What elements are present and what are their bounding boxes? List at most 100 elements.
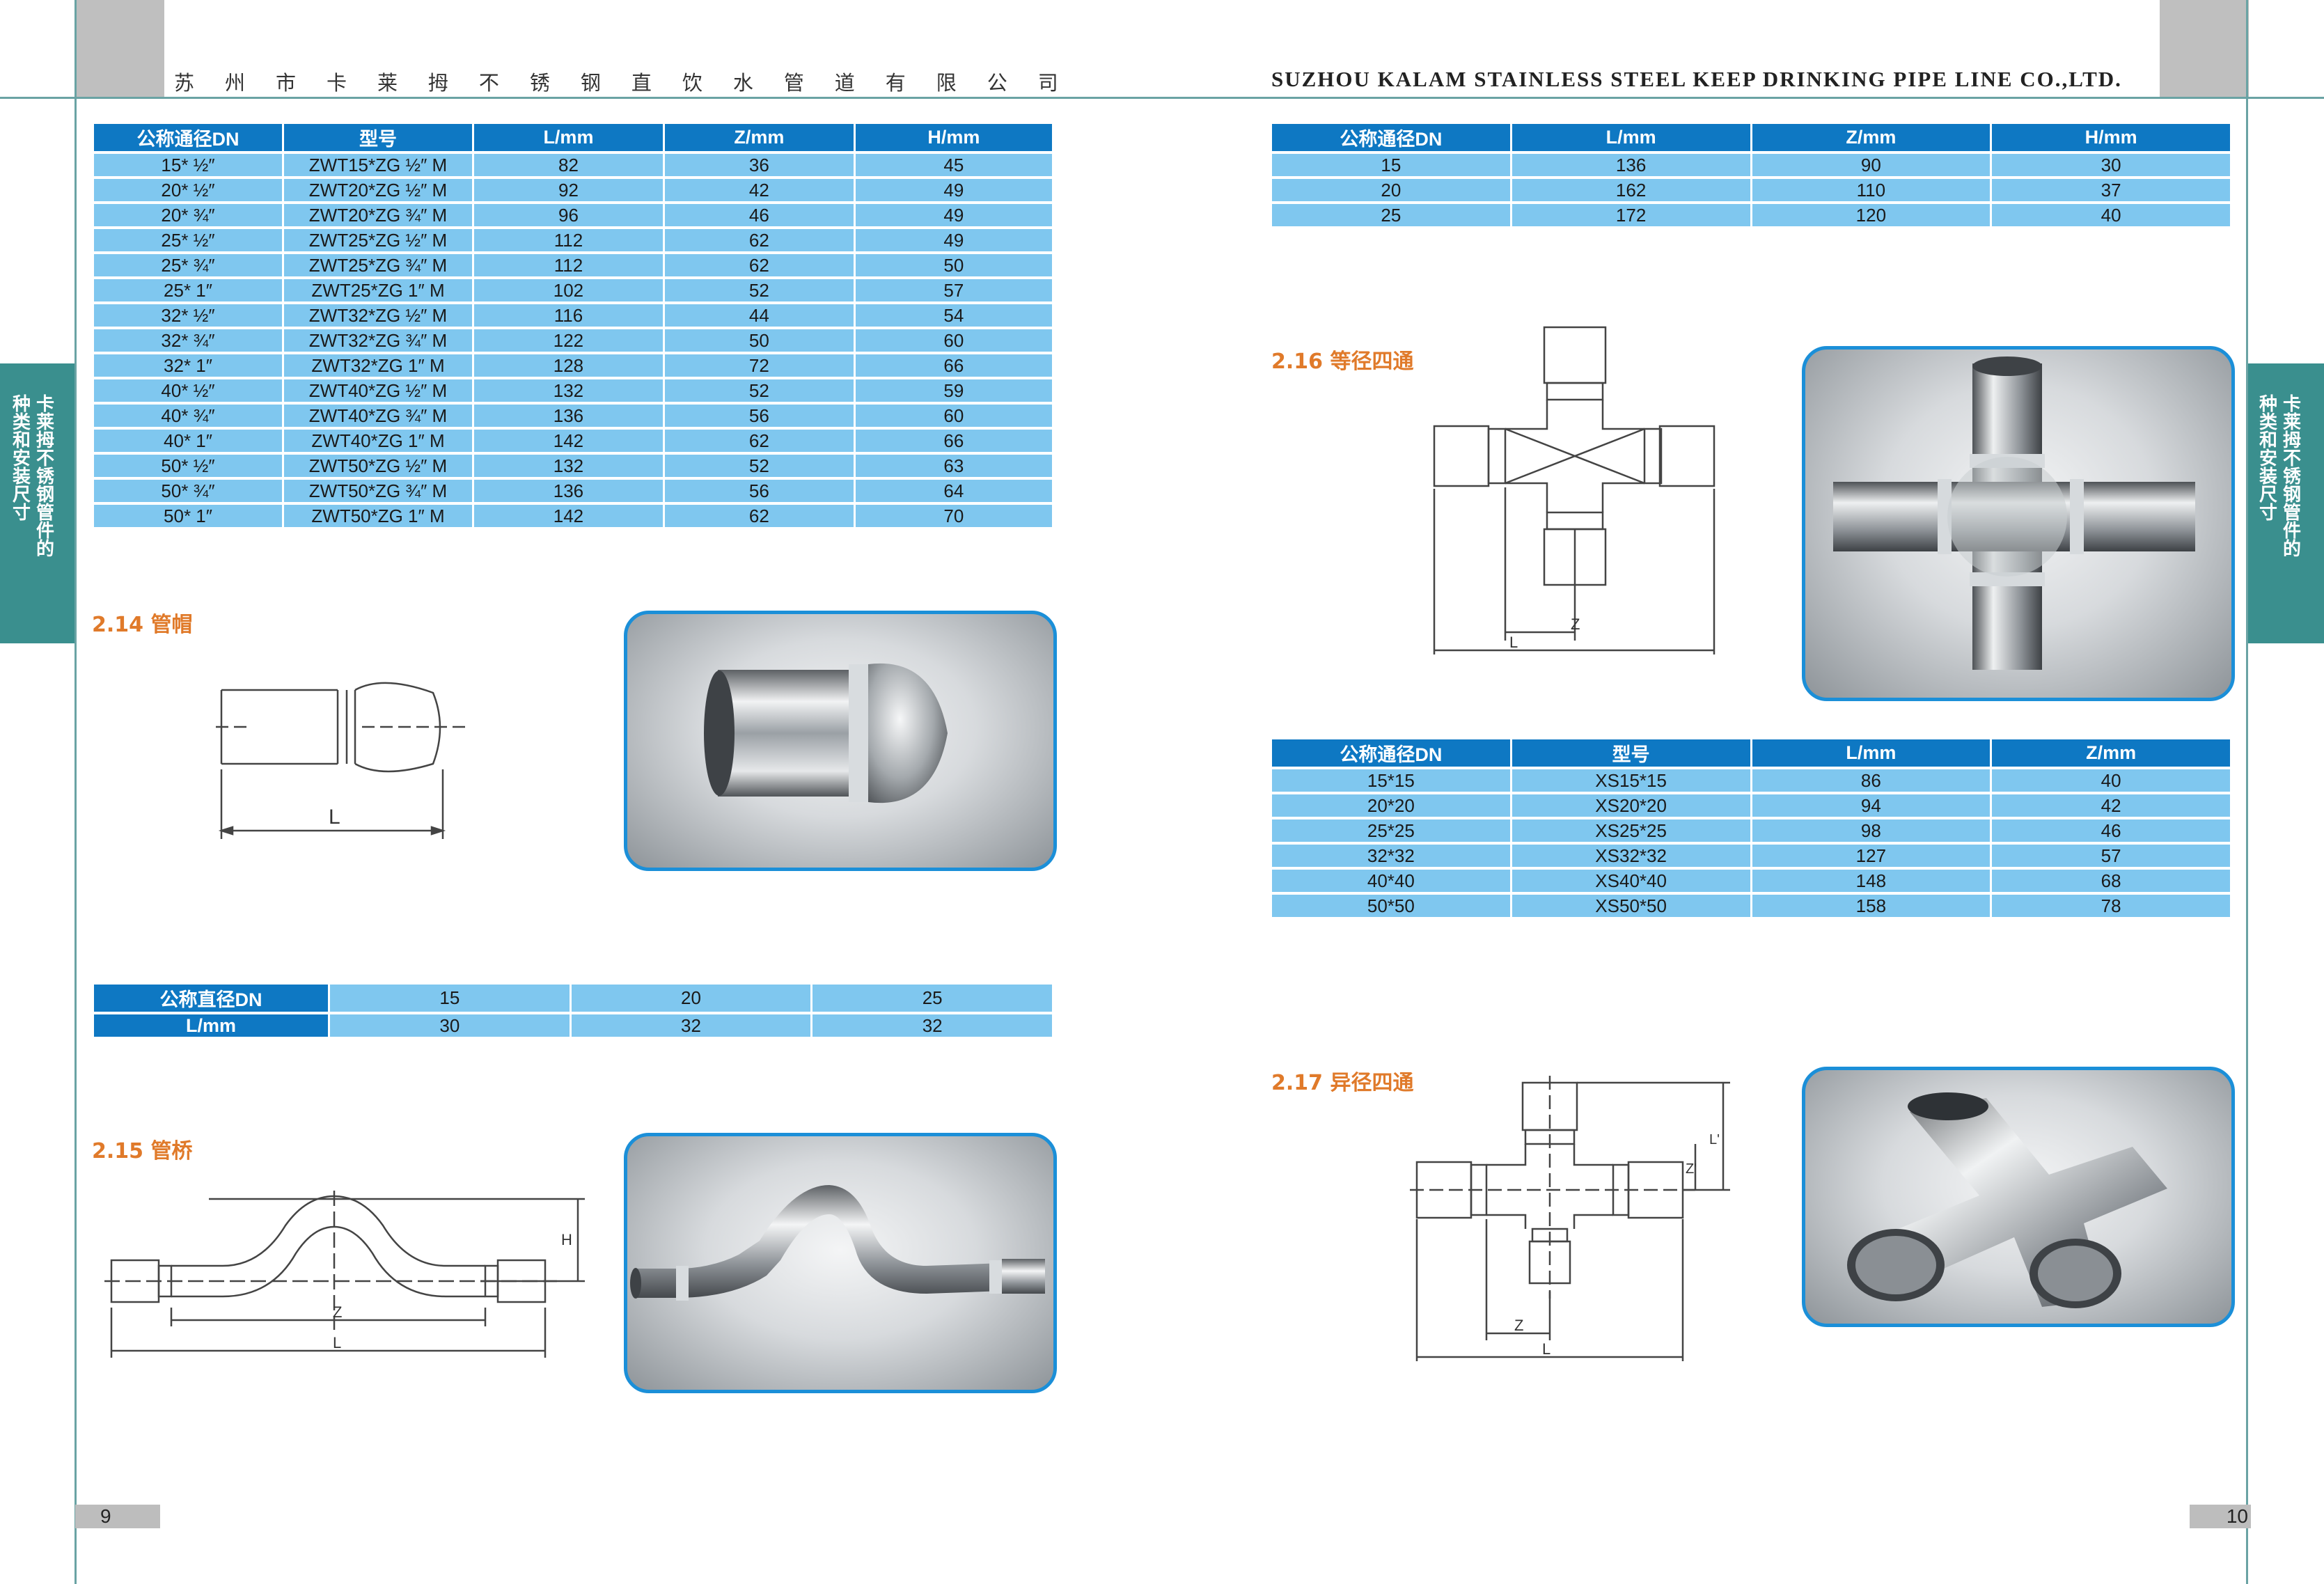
dim-label-L: L [1542,1340,1550,1358]
table-cell: ZWT50*ZG ¾″ M [284,480,472,502]
table-cell: 15*15 [1272,769,1510,792]
table-cell: ZWT15*ZG ½″ M [284,154,472,176]
side-tab-col-2: 卡莱拇不锈钢管件的 [2282,394,2301,560]
company-name-cn: 苏州市卡莱拇不锈钢直饮水管道有限公司 [174,71,1058,95]
table-cell: 30 [330,1014,570,1037]
table-cell: 40 [1992,769,2230,792]
pipe-cap-drawing: L [216,682,468,839]
pipe-bridge-photo [624,1133,1057,1393]
table-cell: 49 [855,204,1052,226]
col-header: H/mm [1992,124,2230,151]
left-side-tab: 种类和安装尺寸 卡莱拇不锈钢管件的 [0,363,74,643]
page-number-right: 10 [2190,1505,2251,1528]
table-cell: 57 [855,279,1052,301]
table-cell: 92 [474,179,663,201]
equal-cross-drawing: Z L [1433,326,1715,654]
table-cell: 62 [664,505,854,527]
table-cell: 15* ½″ [94,154,282,176]
table-cell: 82 [474,154,663,176]
table-cell: 32* ½″ [94,304,282,327]
table-cell: 142 [474,430,663,452]
table-header-row: 公称通径DN L/mm Z/mm H/mm [1272,124,2230,151]
table-cell: 25 [812,985,1052,1012]
table-cell: ZWT20*ZG ¾″ M [284,204,472,226]
table-cell: XS25*25 [1512,820,1750,842]
table-cell: 15 [1272,154,1510,176]
right-margin-rule [2246,0,2248,1584]
table-cell: ZWT32*ZG ¾″ M [284,329,472,352]
table-cell: 56 [664,480,854,502]
table-cell: 32 [571,1014,811,1037]
col-header: 公称通径DN [1272,739,1510,767]
col-header: H/mm [855,124,1052,151]
dim-label-L: L [333,1334,341,1351]
table-cell: 60 [855,405,1052,427]
section-title-215: 2.15 管桥 [92,1139,193,1163]
table-cell: 52 [664,455,854,477]
table-cell: 20*20 [1272,794,1510,817]
table-cell: 20* ¾″ [94,204,282,226]
table-cell: 122 [474,329,663,352]
table-cell: 56 [664,405,854,427]
dim-label-L: L [1509,634,1518,651]
table-cell: 102 [474,279,663,301]
table-cell: 112 [474,229,663,251]
table-cell: 37 [1992,179,2230,201]
table-cell: 90 [1752,154,1991,176]
table-cell: 50* ½″ [94,455,282,477]
table-cell: 162 [1512,179,1750,201]
table-cell: 78 [1992,895,2230,917]
header-rule [0,97,2324,99]
col-header: 型号 [284,124,472,151]
table-cell: 132 [474,455,663,477]
dim-label-Z1: Z' [1686,1161,1697,1177]
table-cell: 116 [474,304,663,327]
table-cell: 128 [474,354,663,377]
table-cell: 112 [474,254,663,276]
table-cell: 46 [664,204,854,226]
table-row: 公称直径DN 15 20 25 [94,985,1052,1012]
col-header: Z/mm [664,124,854,151]
table-cell: 50 [855,254,1052,276]
col-header: Z/mm [1752,124,1991,151]
col-header: 型号 [1512,739,1750,767]
table-cell: 42 [664,179,854,201]
table-cell: 20 [571,985,811,1012]
table-cell: 94 [1752,794,1991,817]
table-cell: 42 [1992,794,2230,817]
table-cell: 25* ½″ [94,229,282,251]
dim-label-Z: Z [1571,615,1580,633]
reducing-cross-photo [1802,1067,2235,1327]
table-header-row: 公称通径DN 型号 L/mm Z/mm [1272,739,2230,767]
left-header-tab [75,0,164,97]
table-cell: 32*32 [1272,845,1510,867]
table-cell: 25* ¾″ [94,254,282,276]
table-cell: XS50*50 [1512,895,1750,917]
side-tab-col-2: 卡莱拇不锈钢管件的 [36,394,54,560]
table-row: L/mm 30 32 32 [94,1014,1052,1037]
table-cell: 40* ¾″ [94,405,282,427]
table-cell: 96 [474,204,663,226]
table-cell: 148 [1752,870,1991,892]
table-cell: 68 [1992,870,2230,892]
table-cell: 20 [1272,179,1510,201]
table-cell: 52 [664,279,854,301]
table-cell: 62 [664,430,854,452]
table-cell: 66 [855,430,1052,452]
row-label: L/mm [94,1014,328,1037]
table-cell: 63 [855,455,1052,477]
table-cell: 46 [1992,820,2230,842]
